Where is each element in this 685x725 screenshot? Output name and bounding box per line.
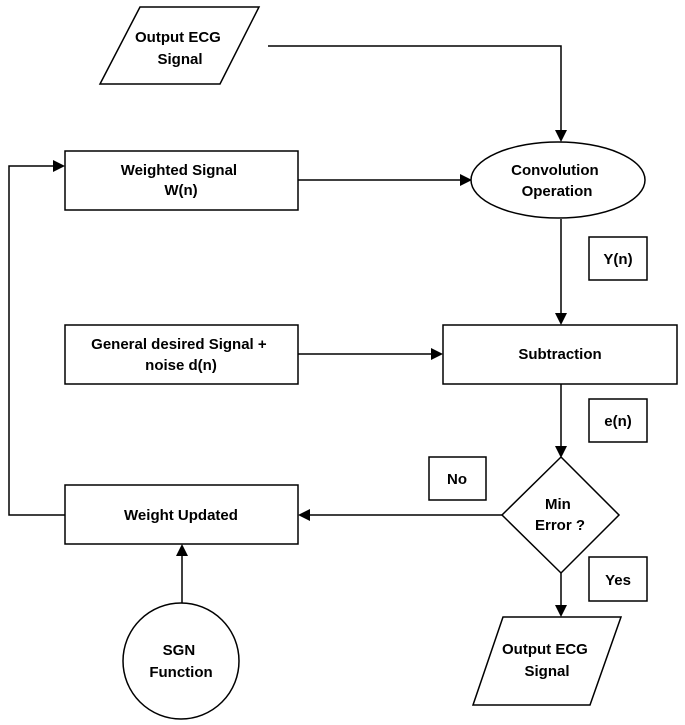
convolution-operation-node: Convolution Operation	[470, 141, 646, 219]
edge-weight-updated-feedback	[8, 160, 65, 516]
convolution-operation-label: Convolution Operation	[511, 162, 603, 200]
min-error-decision-label: Min Error ?	[535, 496, 585, 534]
y-n-label: Y(n)	[603, 251, 632, 268]
min-error-decision-node: Min Error ?	[500, 455, 621, 575]
subtraction-label: Subtraction	[518, 346, 601, 363]
weighted-signal-label: Weighted Signal W(n)	[121, 162, 242, 199]
no-label-box: No	[428, 456, 487, 501]
sgn-function-label: SGN Function	[149, 642, 212, 681]
input-ecg-signal-label: Output ECG Signal	[135, 29, 225, 68]
y-n-label-box: Y(n)	[588, 236, 648, 281]
yes-label-box: Yes	[588, 556, 648, 602]
weight-updated-node: Weight Updated	[64, 484, 299, 545]
sgn-function-node: SGN Function	[122, 602, 240, 720]
weight-updated-label: Weight Updated	[124, 507, 238, 524]
input-ecg-signal-node: Output ECG Signal	[98, 6, 261, 85]
e-n-label-box: e(n)	[588, 398, 648, 443]
desired-signal-label: General desired Signal + noise d(n)	[91, 336, 271, 374]
output-ecg-signal-label: Output ECG Signal	[502, 641, 592, 680]
weighted-signal-node: Weighted Signal W(n)	[64, 150, 299, 211]
desired-signal-node: General desired Signal + noise d(n)	[64, 324, 299, 385]
e-n-label: e(n)	[604, 413, 632, 430]
subtraction-node: Subtraction	[442, 324, 678, 385]
edge-input-to-convolution	[268, 45, 567, 142]
no-label: No	[447, 471, 467, 488]
output-ecg-signal-node: Output ECG Signal	[471, 616, 623, 706]
yes-label: Yes	[605, 572, 631, 589]
